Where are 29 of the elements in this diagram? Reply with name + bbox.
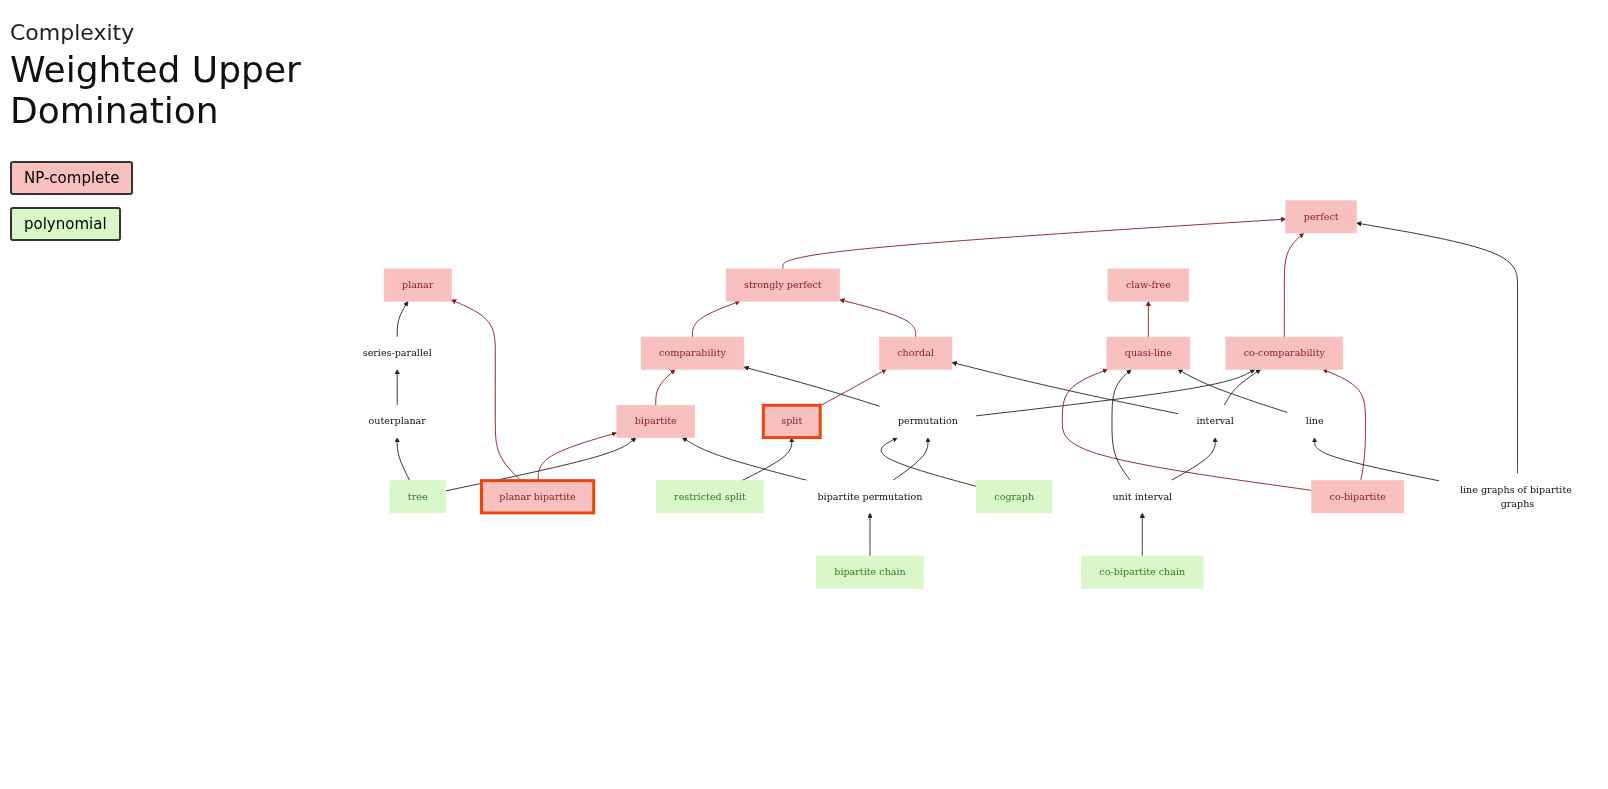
category-tag: NP-complete <box>10 161 134 195</box>
node-box: cograph <box>976 480 1053 514</box>
node-box: planar <box>383 268 452 302</box>
node-box: chordal <box>879 336 953 370</box>
node-text: bipartite permutation <box>817 490 923 503</box>
node-box: comparability <box>640 336 745 370</box>
category-tag: polynomial <box>10 207 121 241</box>
node-box: split <box>761 403 822 440</box>
node-box: bipartite <box>616 404 695 438</box>
node-box: strongly perfect <box>725 268 840 302</box>
node-box: claw-free <box>1107 268 1190 302</box>
node-box: tree <box>389 480 446 514</box>
node-text: line graphs of bipartite graphs <box>1459 483 1572 510</box>
node-text: outerplanar <box>368 415 426 427</box>
node-text: unit interval <box>1112 490 1173 503</box>
node-text: interval <box>1196 415 1234 427</box>
node-box: bipartite chain <box>816 555 924 589</box>
title: Weighted Upper Domination <box>10 49 302 131</box>
node-box: restricted split <box>655 480 764 514</box>
node-box: co-comparability <box>1225 336 1344 370</box>
subtitle: Complexity <box>10 20 136 45</box>
node-box: planar bipartite <box>479 479 596 515</box>
node-text: line <box>1305 415 1324 427</box>
node-text: series-parallel <box>362 347 432 359</box>
node-box: co-bipartite chain <box>1081 555 1204 589</box>
node-box: co-bipartite <box>1311 480 1405 514</box>
node-box: quasi-line <box>1106 336 1191 370</box>
node-box: perfect <box>1285 200 1357 234</box>
node-text: permutation <box>897 415 958 427</box>
